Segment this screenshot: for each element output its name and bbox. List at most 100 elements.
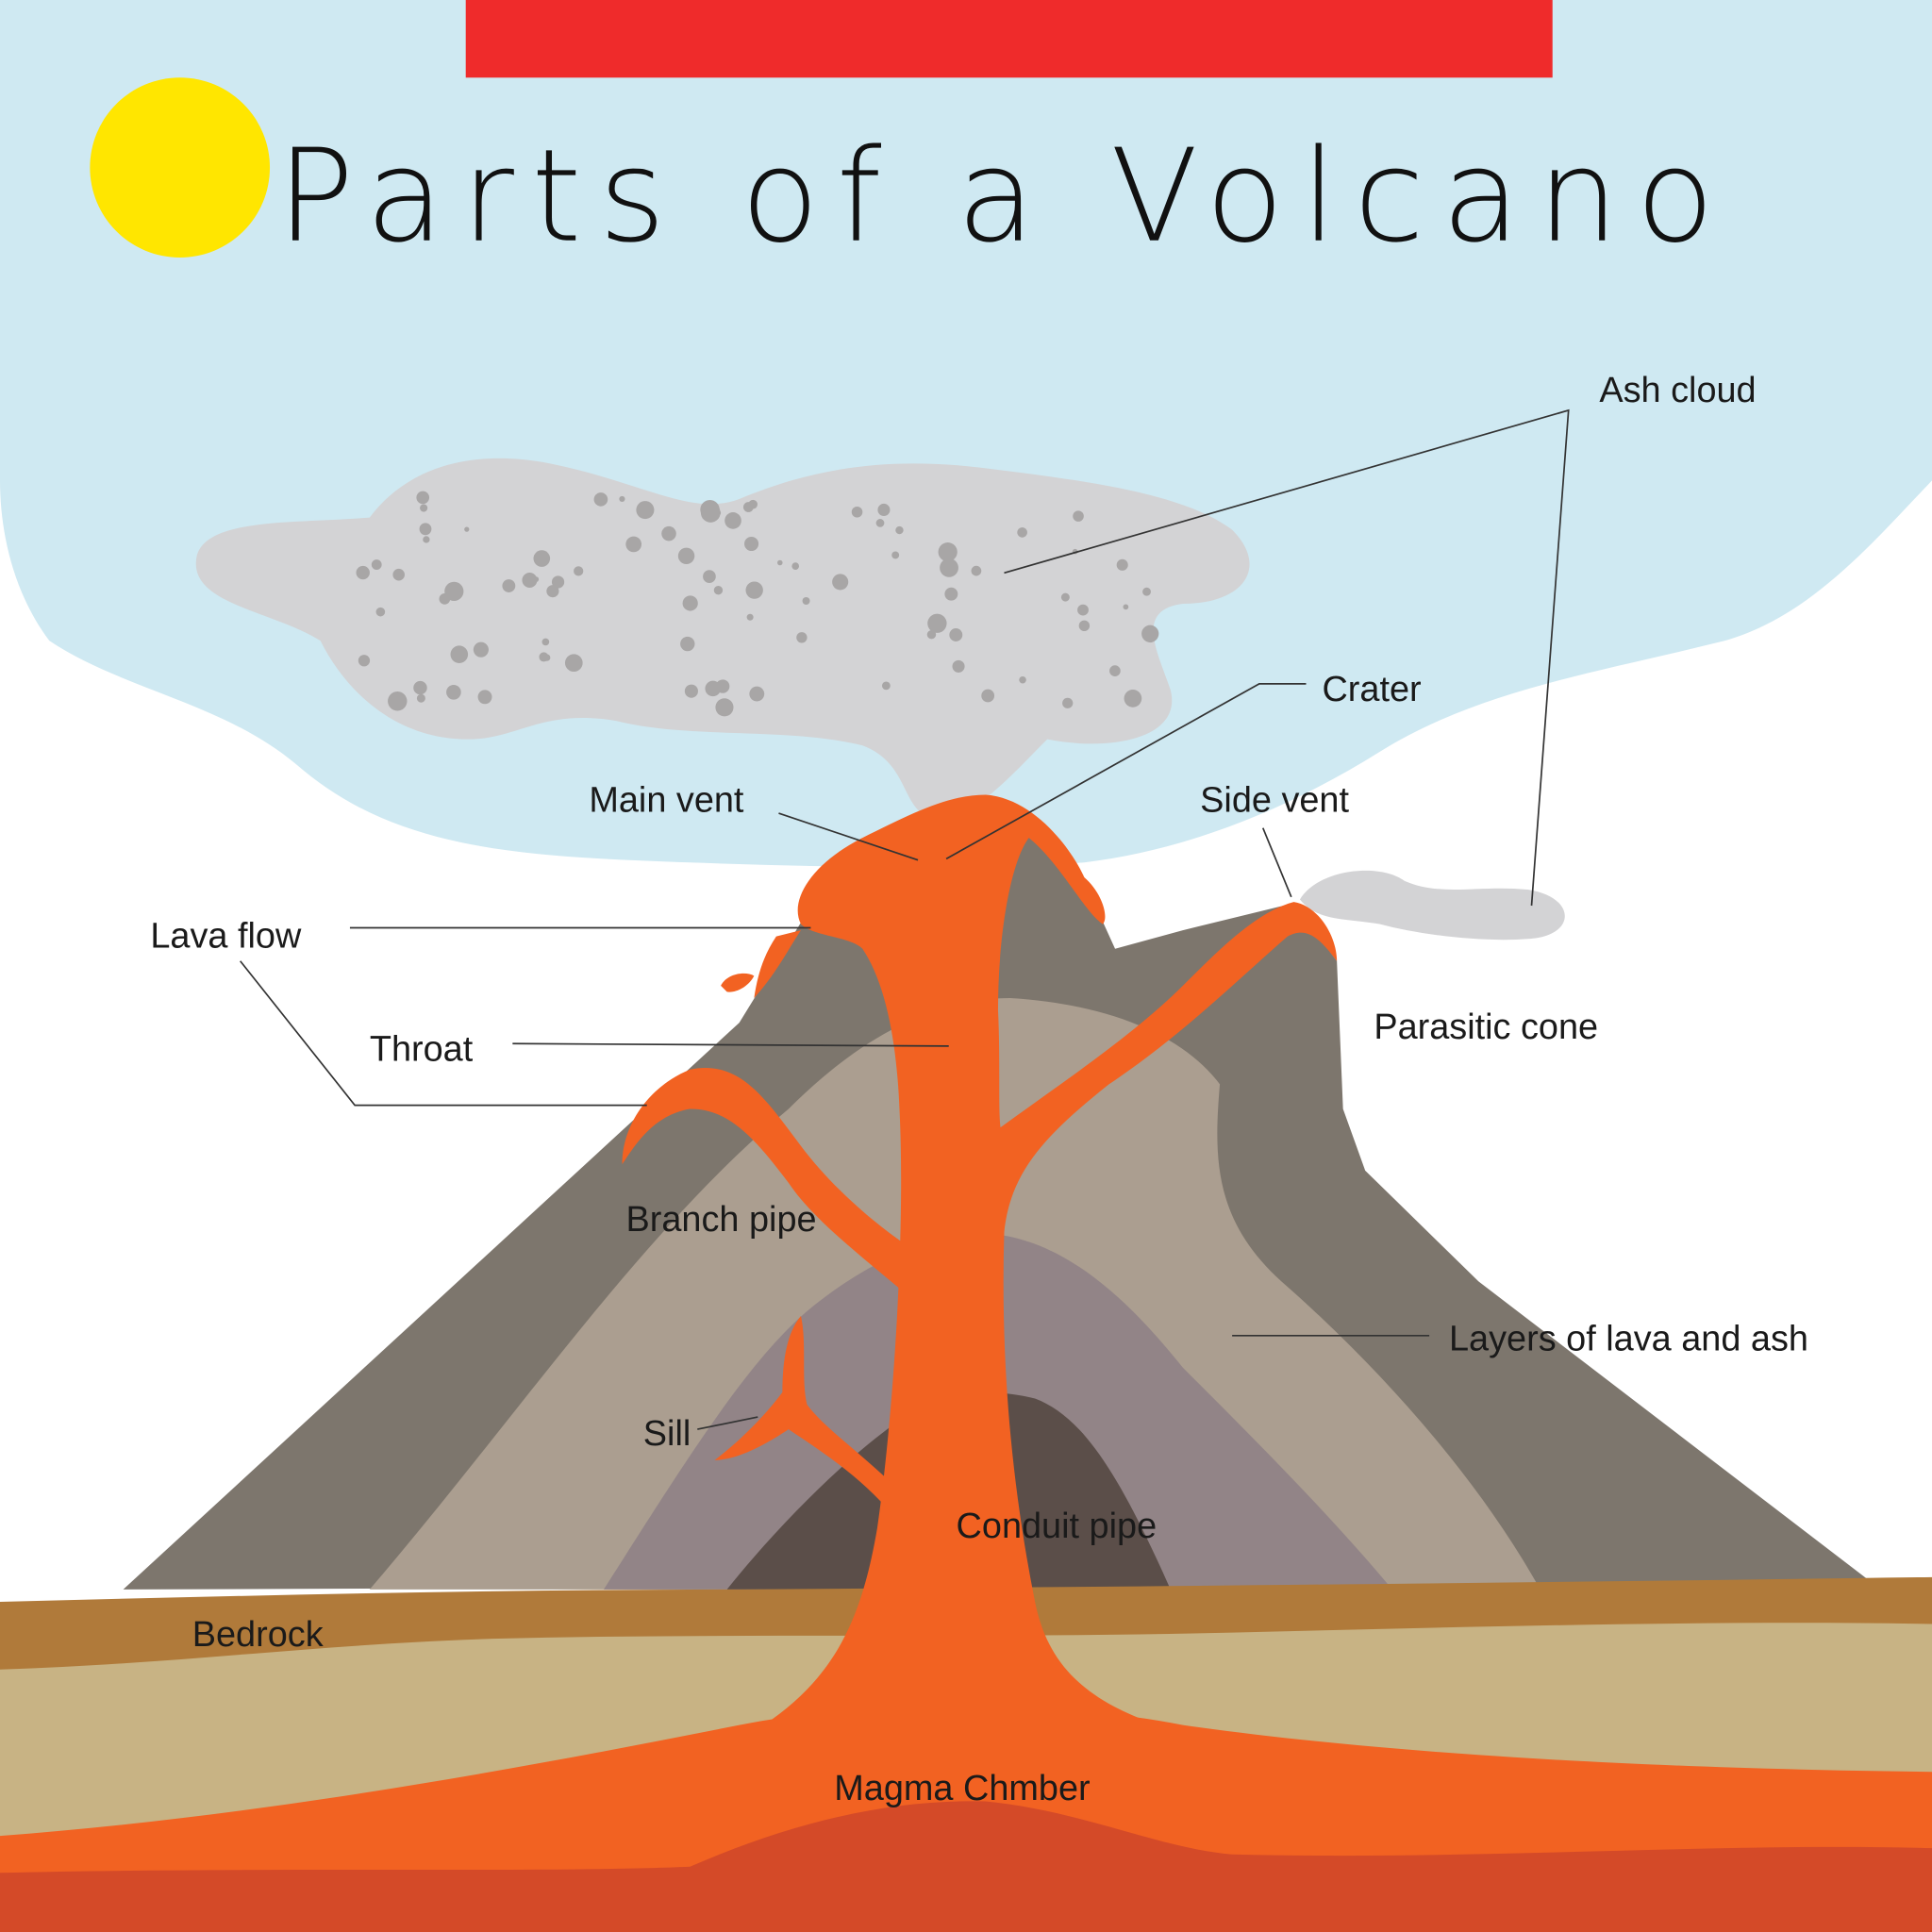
deep-magma	[0, 1801, 1932, 1932]
ash-speckle	[1124, 689, 1142, 708]
conduit-pipe	[763, 794, 1338, 1725]
small-ash-cloud	[1299, 870, 1565, 941]
ash-speckle	[450, 645, 469, 663]
ash-speckle	[682, 595, 698, 611]
ash-speckle	[1060, 592, 1070, 602]
ash-speckle	[703, 570, 716, 583]
sun	[90, 77, 271, 258]
ash-speckle	[1019, 675, 1026, 684]
ash-speckle	[423, 536, 430, 543]
ash-speckle	[705, 680, 721, 697]
ash-speckle	[832, 574, 849, 591]
label-parasitic-cone: Parasitic cone	[1374, 1008, 1598, 1047]
ash-speckle	[744, 536, 759, 552]
throat-leader	[512, 1042, 949, 1047]
ash-speckle	[564, 654, 583, 673]
ash-cloud	[195, 458, 1250, 820]
ash-speckle	[477, 690, 492, 705]
ash-speckle	[593, 492, 608, 507]
ash-speckle	[473, 641, 489, 658]
ash-speckle	[446, 685, 461, 700]
ash-speckle	[724, 512, 741, 529]
label-lava-flow: Lava flow	[150, 916, 302, 956]
ash-speckle	[802, 597, 810, 605]
ash-speckle	[539, 652, 549, 662]
ash-speckle	[1017, 527, 1027, 538]
ash-speckle	[791, 562, 800, 570]
leader-lines	[240, 408, 1570, 1430]
ash-speckle	[625, 536, 642, 553]
ash-speckle	[1123, 604, 1129, 610]
ash-speckle	[875, 519, 885, 527]
ash-speckle	[358, 655, 371, 667]
ash-speckle	[981, 689, 995, 703]
ash-speckle	[1077, 604, 1089, 616]
label-sill: Sill	[643, 1414, 691, 1454]
ash-speckle	[742, 502, 754, 512]
ash-speckle	[522, 572, 538, 588]
ash-speckle	[533, 576, 540, 583]
ash-speckle	[715, 698, 734, 717]
ash-speckle	[949, 628, 963, 641]
ash-speckle	[684, 684, 698, 698]
main-vent-leader	[778, 812, 919, 861]
lava-drip	[721, 973, 755, 992]
label-branch-pipe: Branch pipe	[626, 1200, 817, 1240]
ash-speckle	[746, 613, 754, 621]
page-title: Parts of a Volcano	[276, 123, 1731, 272]
ash-speckle	[619, 495, 625, 503]
ash-speckle	[895, 525, 904, 535]
ash-speckle	[1062, 697, 1074, 708]
ash-speckle	[502, 579, 516, 592]
ash-speckle	[877, 503, 891, 516]
ash-speckle	[661, 525, 676, 541]
ash-speckle	[938, 542, 958, 562]
title-banner	[465, 0, 1553, 78]
ash-speckle	[796, 632, 808, 643]
ash-speckle	[680, 636, 695, 652]
label-bedrock: Bedrock	[192, 1615, 324, 1655]
ash-speckle	[881, 681, 891, 691]
ash-speckle	[551, 575, 565, 589]
ash-speckle	[464, 526, 470, 532]
ash-speckle	[926, 630, 937, 640]
lava-flow-leader-2	[240, 960, 647, 1107]
label-conduit-pipe: Conduit pipe	[957, 1507, 1158, 1546]
ash-speckle	[700, 499, 720, 520]
ash-speckle	[944, 587, 958, 601]
ash-speckle	[439, 592, 451, 605]
label-crater: Crater	[1322, 670, 1421, 709]
ash-speckle	[416, 491, 430, 505]
crater-leader	[945, 683, 1307, 860]
ash-speckle	[1142, 587, 1151, 596]
label-side-vent: Side vent	[1200, 781, 1349, 821]
ash-speckle	[776, 559, 783, 566]
ash-speckle	[392, 568, 405, 581]
ash-speckle	[388, 691, 408, 711]
ash-speckle	[546, 585, 559, 598]
ash-speckle	[533, 550, 551, 567]
ash-speckle	[419, 523, 432, 536]
label-layers: Layers of lava and ash	[1449, 1320, 1808, 1359]
ash-speckle	[851, 506, 863, 518]
ash-speckle	[541, 638, 550, 646]
ash-speckle	[1141, 625, 1159, 642]
ash-speckle	[1078, 620, 1091, 632]
ash-speckle	[413, 680, 427, 695]
ash-speckle	[371, 559, 382, 570]
ash-speckle	[636, 501, 655, 520]
ash-speckle	[416, 693, 425, 703]
label-ash-cloud: Ash cloud	[1599, 371, 1756, 410]
ash-speckle	[971, 565, 982, 576]
ash-speckle	[713, 586, 724, 595]
ash-cloud-leader	[1004, 408, 1570, 907]
lava-flow-left	[754, 930, 801, 998]
ash-speckles	[356, 491, 1159, 717]
ash-speckle	[1109, 665, 1121, 676]
ash-speckle	[574, 566, 584, 576]
ash-speckle	[1146, 635, 1155, 643]
ash-speckle	[749, 686, 765, 702]
ash-speckle	[927, 613, 947, 633]
